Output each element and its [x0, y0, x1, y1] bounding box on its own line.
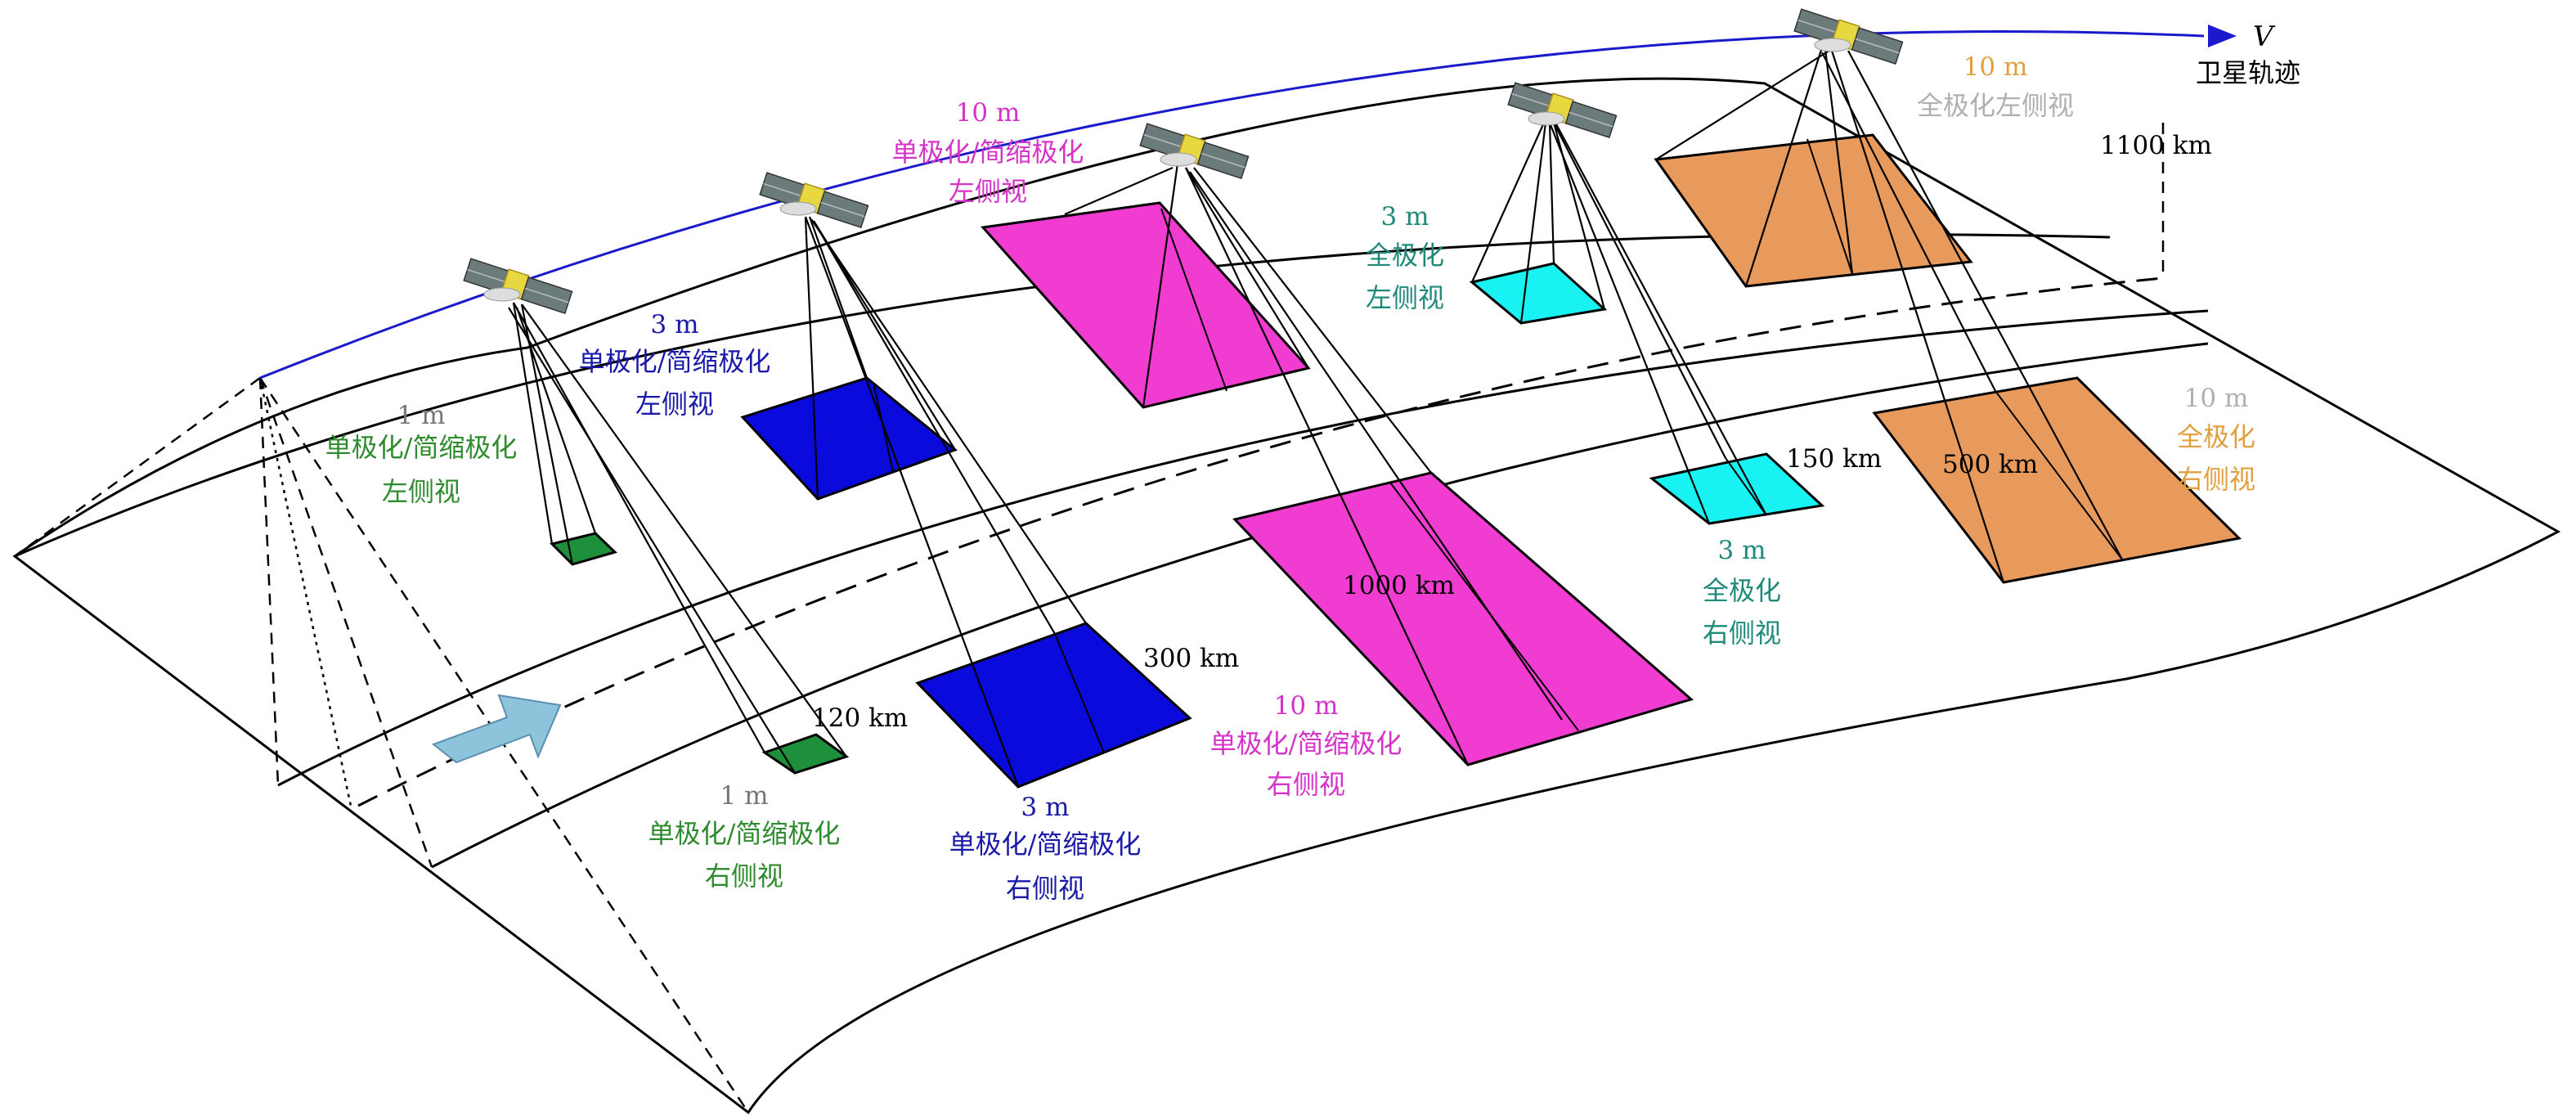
svg-text:3 m: 3 m [651, 310, 699, 339]
velocity-label: V [2253, 20, 2276, 53]
footprint-3m-right [915, 622, 1192, 789]
altitude-label: 1100 km [2100, 131, 2212, 160]
satellite-5 [1793, 8, 1904, 65]
svg-text:左侧视: 左侧视 [949, 176, 1027, 207]
svg-text:单极化/简缩极化: 单极化/简缩极化 [892, 137, 1084, 168]
mode-fp10-left-label: 10 m 全极化左侧视 [1917, 52, 2074, 121]
svg-text:单极化/简缩极化: 单极化/简缩极化 [1210, 728, 1402, 759]
svg-text:单极化/简缩极化: 单极化/简缩极化 [579, 346, 771, 377]
width-120-label: 120 km [812, 703, 908, 733]
mode-10m-right-label: 10 m 单极化/简缩极化 右侧视 [1210, 691, 1402, 800]
trajectory-label: 卫星轨迹 [2196, 57, 2300, 88]
radar-beams [508, 47, 2123, 788]
flight-direction-arrow [431, 694, 562, 764]
mode-1m-right-label: 1 m 单极化/简缩极化 右侧视 [648, 781, 841, 892]
mode-fp3-left-label: 3 m 全极化 左侧视 [1366, 202, 1444, 313]
svg-text:全极化左侧视: 全极化左侧视 [1917, 90, 2074, 121]
svg-text:3 m: 3 m [1021, 793, 1070, 822]
svg-text:10 m: 10 m [1963, 52, 2028, 82]
svg-text:单极化/简缩极化: 单极化/简缩极化 [648, 818, 841, 849]
svg-text:全极化: 全极化 [1366, 240, 1444, 271]
svg-text:1 m: 1 m [720, 781, 769, 811]
svg-text:全极化: 全极化 [1703, 575, 1781, 606]
width-500-label: 500 km [1942, 450, 2038, 479]
footprints [550, 133, 2242, 789]
satellite-trajectory [259, 29, 2205, 380]
svg-text:10 m: 10 m [2184, 384, 2249, 413]
mode-1m-left-label: 1 m 单极化/简缩极化 左侧视 [325, 401, 518, 507]
ground-outline [12, 77, 2561, 1115]
svg-text:右侧视: 右侧视 [2177, 464, 2255, 495]
svg-text:10 m: 10 m [956, 98, 1021, 128]
mode-fp3-right-label: 3 m 全极化 右侧视 [1703, 536, 1781, 649]
svg-text:左侧视: 左侧视 [635, 389, 714, 420]
satellite-1 [463, 258, 573, 314]
width-300-label: 300 km [1143, 644, 1239, 673]
velocity-arrowhead [2208, 25, 2237, 47]
svg-text:右侧视: 右侧视 [1267, 769, 1345, 800]
beam-edge-lines [14, 123, 2165, 1113]
svg-text:右侧视: 右侧视 [1703, 618, 1781, 649]
footprint-fp10-right [1872, 376, 2242, 584]
svg-text:右侧视: 右侧视 [705, 861, 783, 892]
svg-text:全极化: 全极化 [2177, 421, 2255, 452]
right-swath-far-edge [277, 309, 2209, 787]
svg-text:3 m: 3 m [1381, 202, 1429, 231]
mode-fp10-right-label: 10 m 全极化 右侧视 [2177, 384, 2255, 495]
svg-text:单极化/简缩极化: 单极化/简缩极化 [325, 432, 518, 463]
svg-text:1 m: 1 m [397, 401, 446, 430]
svg-text:3 m: 3 m [1718, 536, 1766, 565]
svg-text:右侧视: 右侧视 [1006, 873, 1084, 904]
svg-text:左侧视: 左侧视 [1366, 282, 1444, 313]
mode-3m-right-label: 3 m 单极化/简缩极化 右侧视 [949, 793, 1142, 904]
nadir-track-dashed [357, 276, 2164, 807]
width-150-label: 150 km [1786, 444, 1882, 474]
footprint-fp10-left [1654, 133, 1973, 288]
svg-text:左侧视: 左侧视 [382, 476, 460, 507]
svg-text:10 m: 10 m [1274, 691, 1339, 721]
mode-10m-left-label: 10 m 单极化/简缩极化 左侧视 [892, 98, 1084, 207]
width-1000-label: 1000 km [1343, 571, 1455, 600]
footprint-10m-right [1232, 471, 1694, 766]
mode-3m-left-label: 3 m 单极化/简缩极化 左侧视 [579, 310, 771, 420]
ground-surface [12, 77, 2561, 1115]
svg-text:单极化/简缩极化: 单极化/简缩极化 [949, 829, 1142, 860]
